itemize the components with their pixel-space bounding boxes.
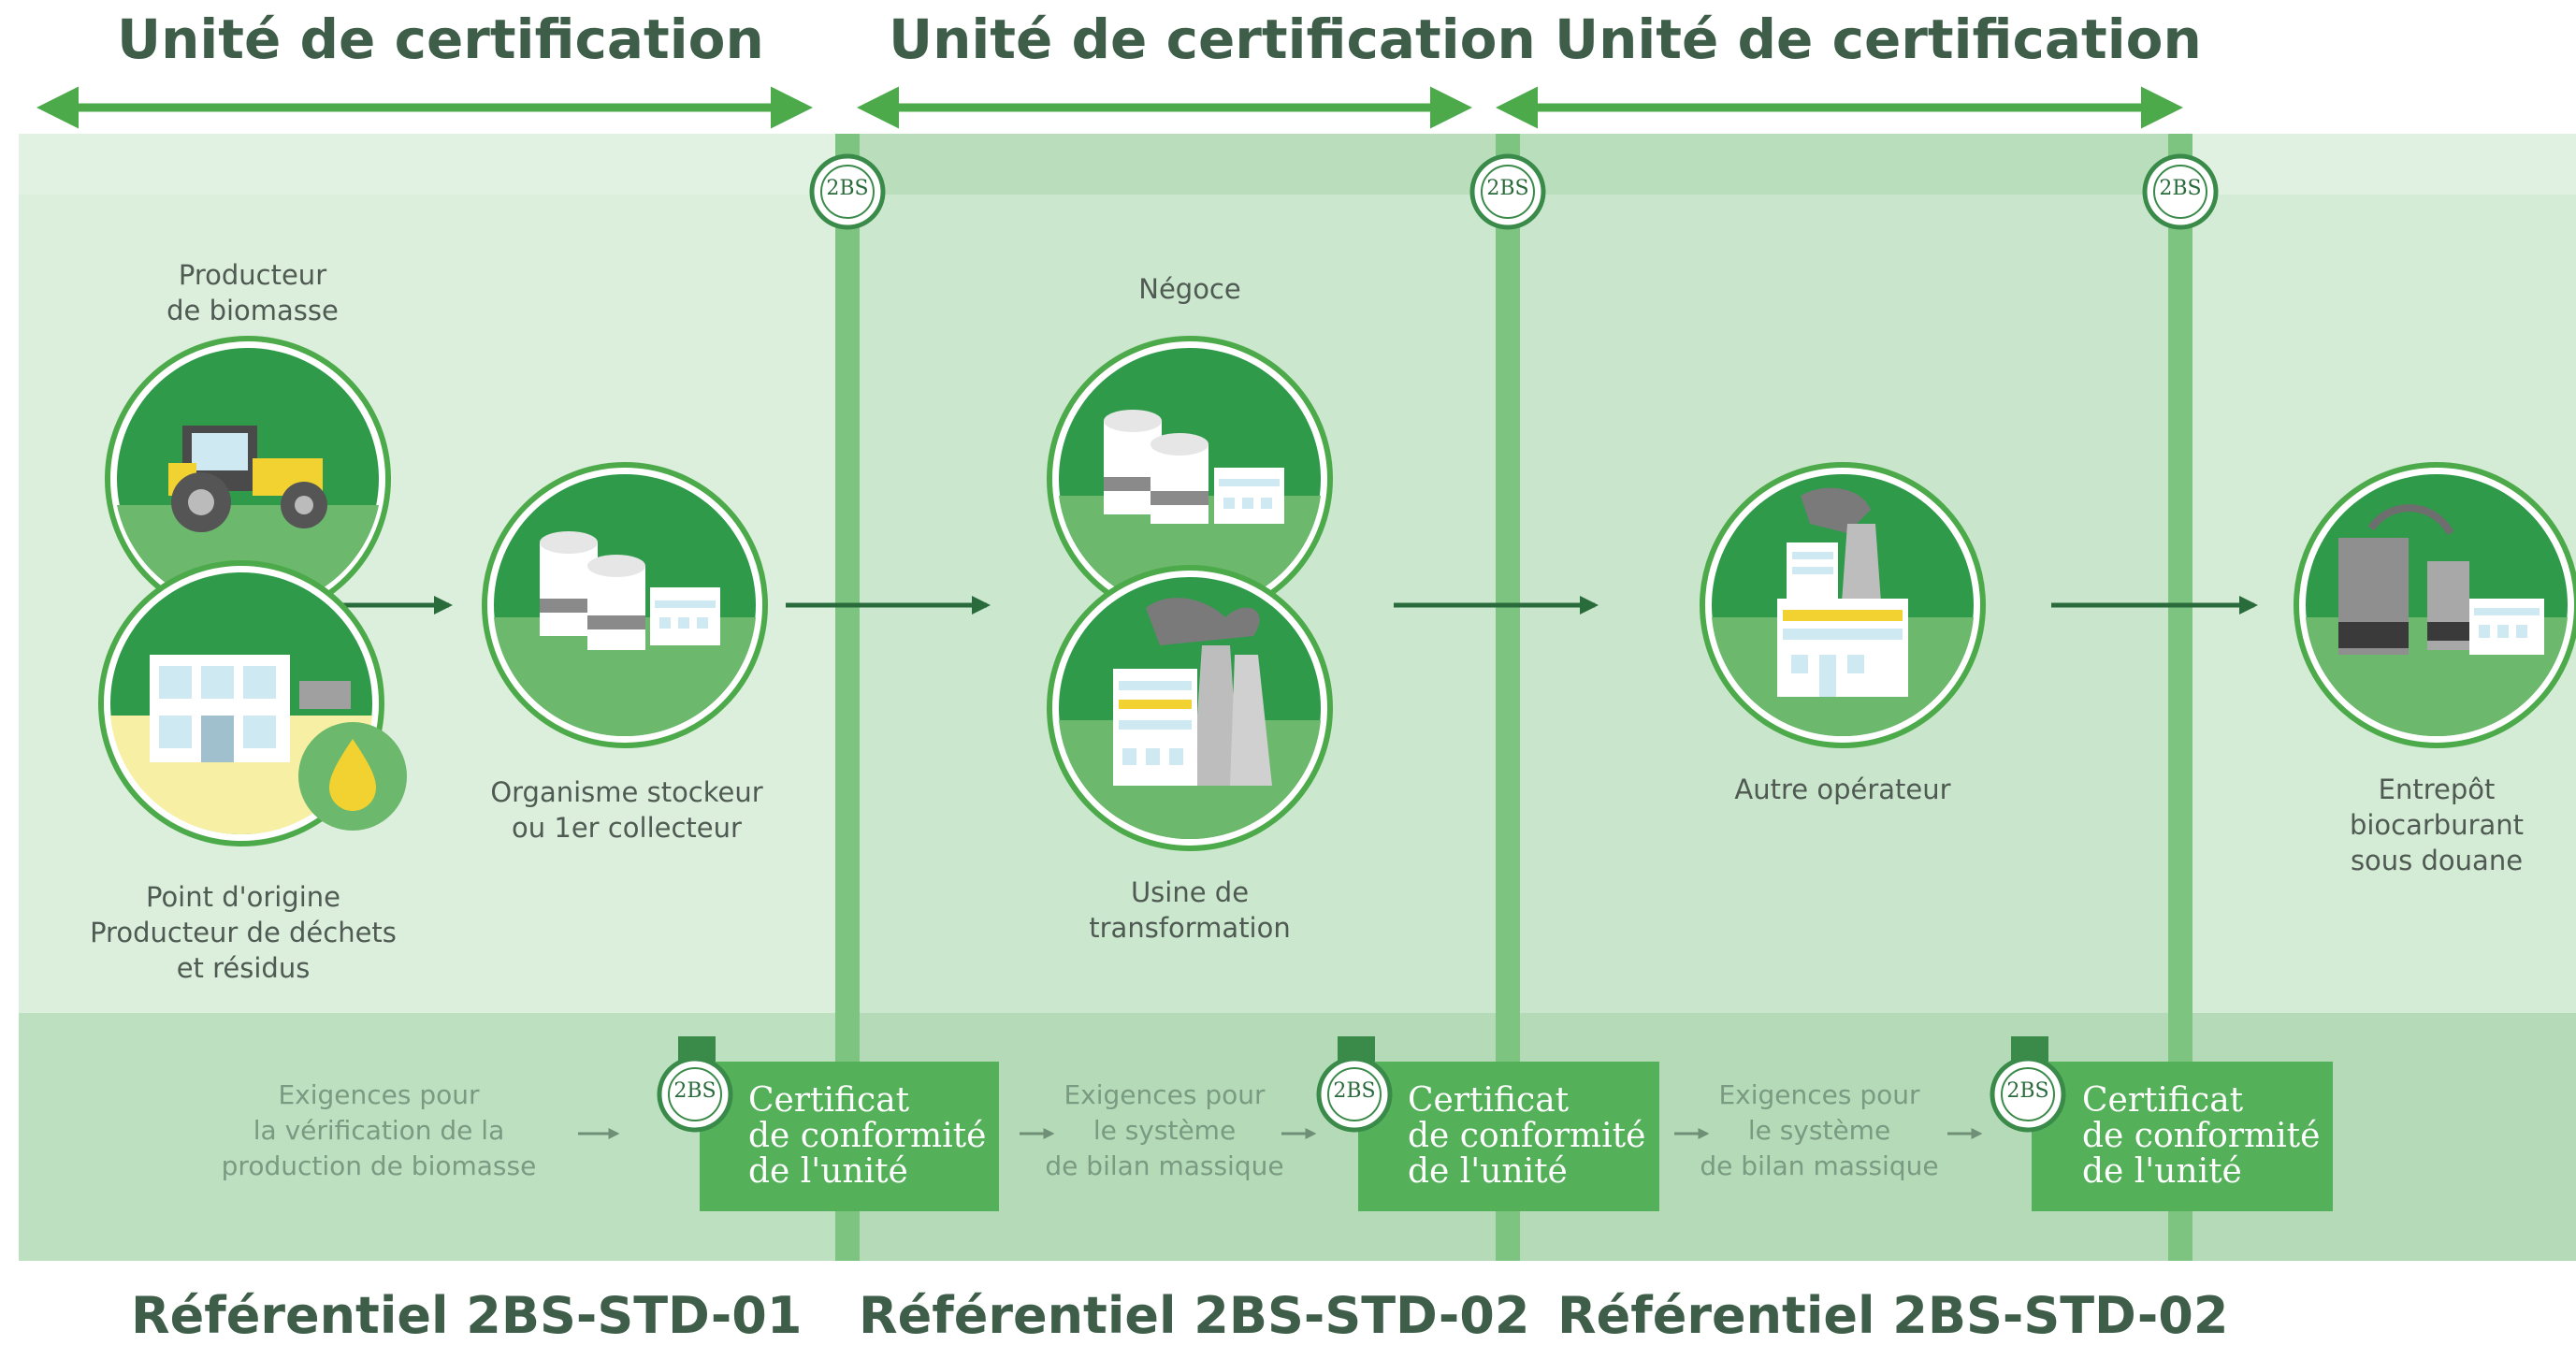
certificate-text-3: Certificat de conformité de l'unité [2082, 1081, 2321, 1191]
footer-standard-3: Référentiel 2BS-STD-02 [1557, 1286, 2229, 1345]
badge-top-2 [1469, 153, 1546, 230]
header-unit-1: Unité de certification [117, 7, 764, 71]
footer-standard-1: Référentiel 2BS-STD-01 [131, 1286, 803, 1345]
badge-text-cert-3: 2BS [2006, 1079, 2049, 1103]
footer-standard-2: Référentiel 2BS-STD-02 [859, 1286, 1530, 1345]
requirement-mass-balance-2: Exigences pour le système de bilan massi… [1700, 1079, 1939, 1181]
waste-producer-icon [98, 560, 407, 846]
requirement-biomass-verification: Exigences pour la vérification de la pro… [221, 1079, 537, 1181]
certificate-text-1: Certificat de conformité de l'unité [748, 1081, 987, 1191]
requirement-mass-balance-1: Exigences pour le système de bilan massi… [1045, 1079, 1284, 1181]
badge-cert-1 [657, 1056, 733, 1133]
label-bonded-warehouse: Entrepôt biocarburant sous douane [2349, 774, 2525, 876]
factory-icon [1047, 565, 1333, 851]
label-trading: Négoce [1138, 273, 1241, 305]
label-biomass-producer: Producteur de biomasse [166, 259, 339, 326]
label-other-operator: Autre opérateur [1734, 774, 1951, 805]
certificate-panel-2 [1338, 1036, 1659, 1211]
badge-top-1 [809, 153, 886, 230]
operator-icon [1700, 462, 1986, 748]
badge-top-3 [2142, 153, 2219, 230]
label-storage-collector: Organisme stockeur ou 1er collecteur [490, 776, 763, 844]
label-origin-point: Point d'origine Producteur de déchets et… [90, 881, 397, 984]
badge-text-cert-2: 2BS [1333, 1079, 1376, 1103]
badge-text-top-3: 2BS [2159, 177, 2202, 200]
badge-cert-3 [1990, 1056, 2066, 1133]
badge-cert-2 [1316, 1056, 1393, 1133]
certificate-text-2: Certificat de conformité de l'unité [1408, 1081, 1646, 1191]
warehouse-icon [2294, 462, 2576, 748]
badge-text-top-2: 2BS [1486, 177, 1529, 200]
badge-text-top-1: 2BS [826, 177, 869, 200]
header-unit-3: Unité de certification [1555, 7, 2202, 71]
label-processing-plant: Usine de transformation [1089, 876, 1291, 944]
badge-text-cert-1: 2BS [673, 1079, 716, 1103]
header-unit-2: Unité de certification [889, 7, 1536, 71]
silo-icon [482, 462, 768, 748]
trading-icon [1047, 336, 1333, 622]
